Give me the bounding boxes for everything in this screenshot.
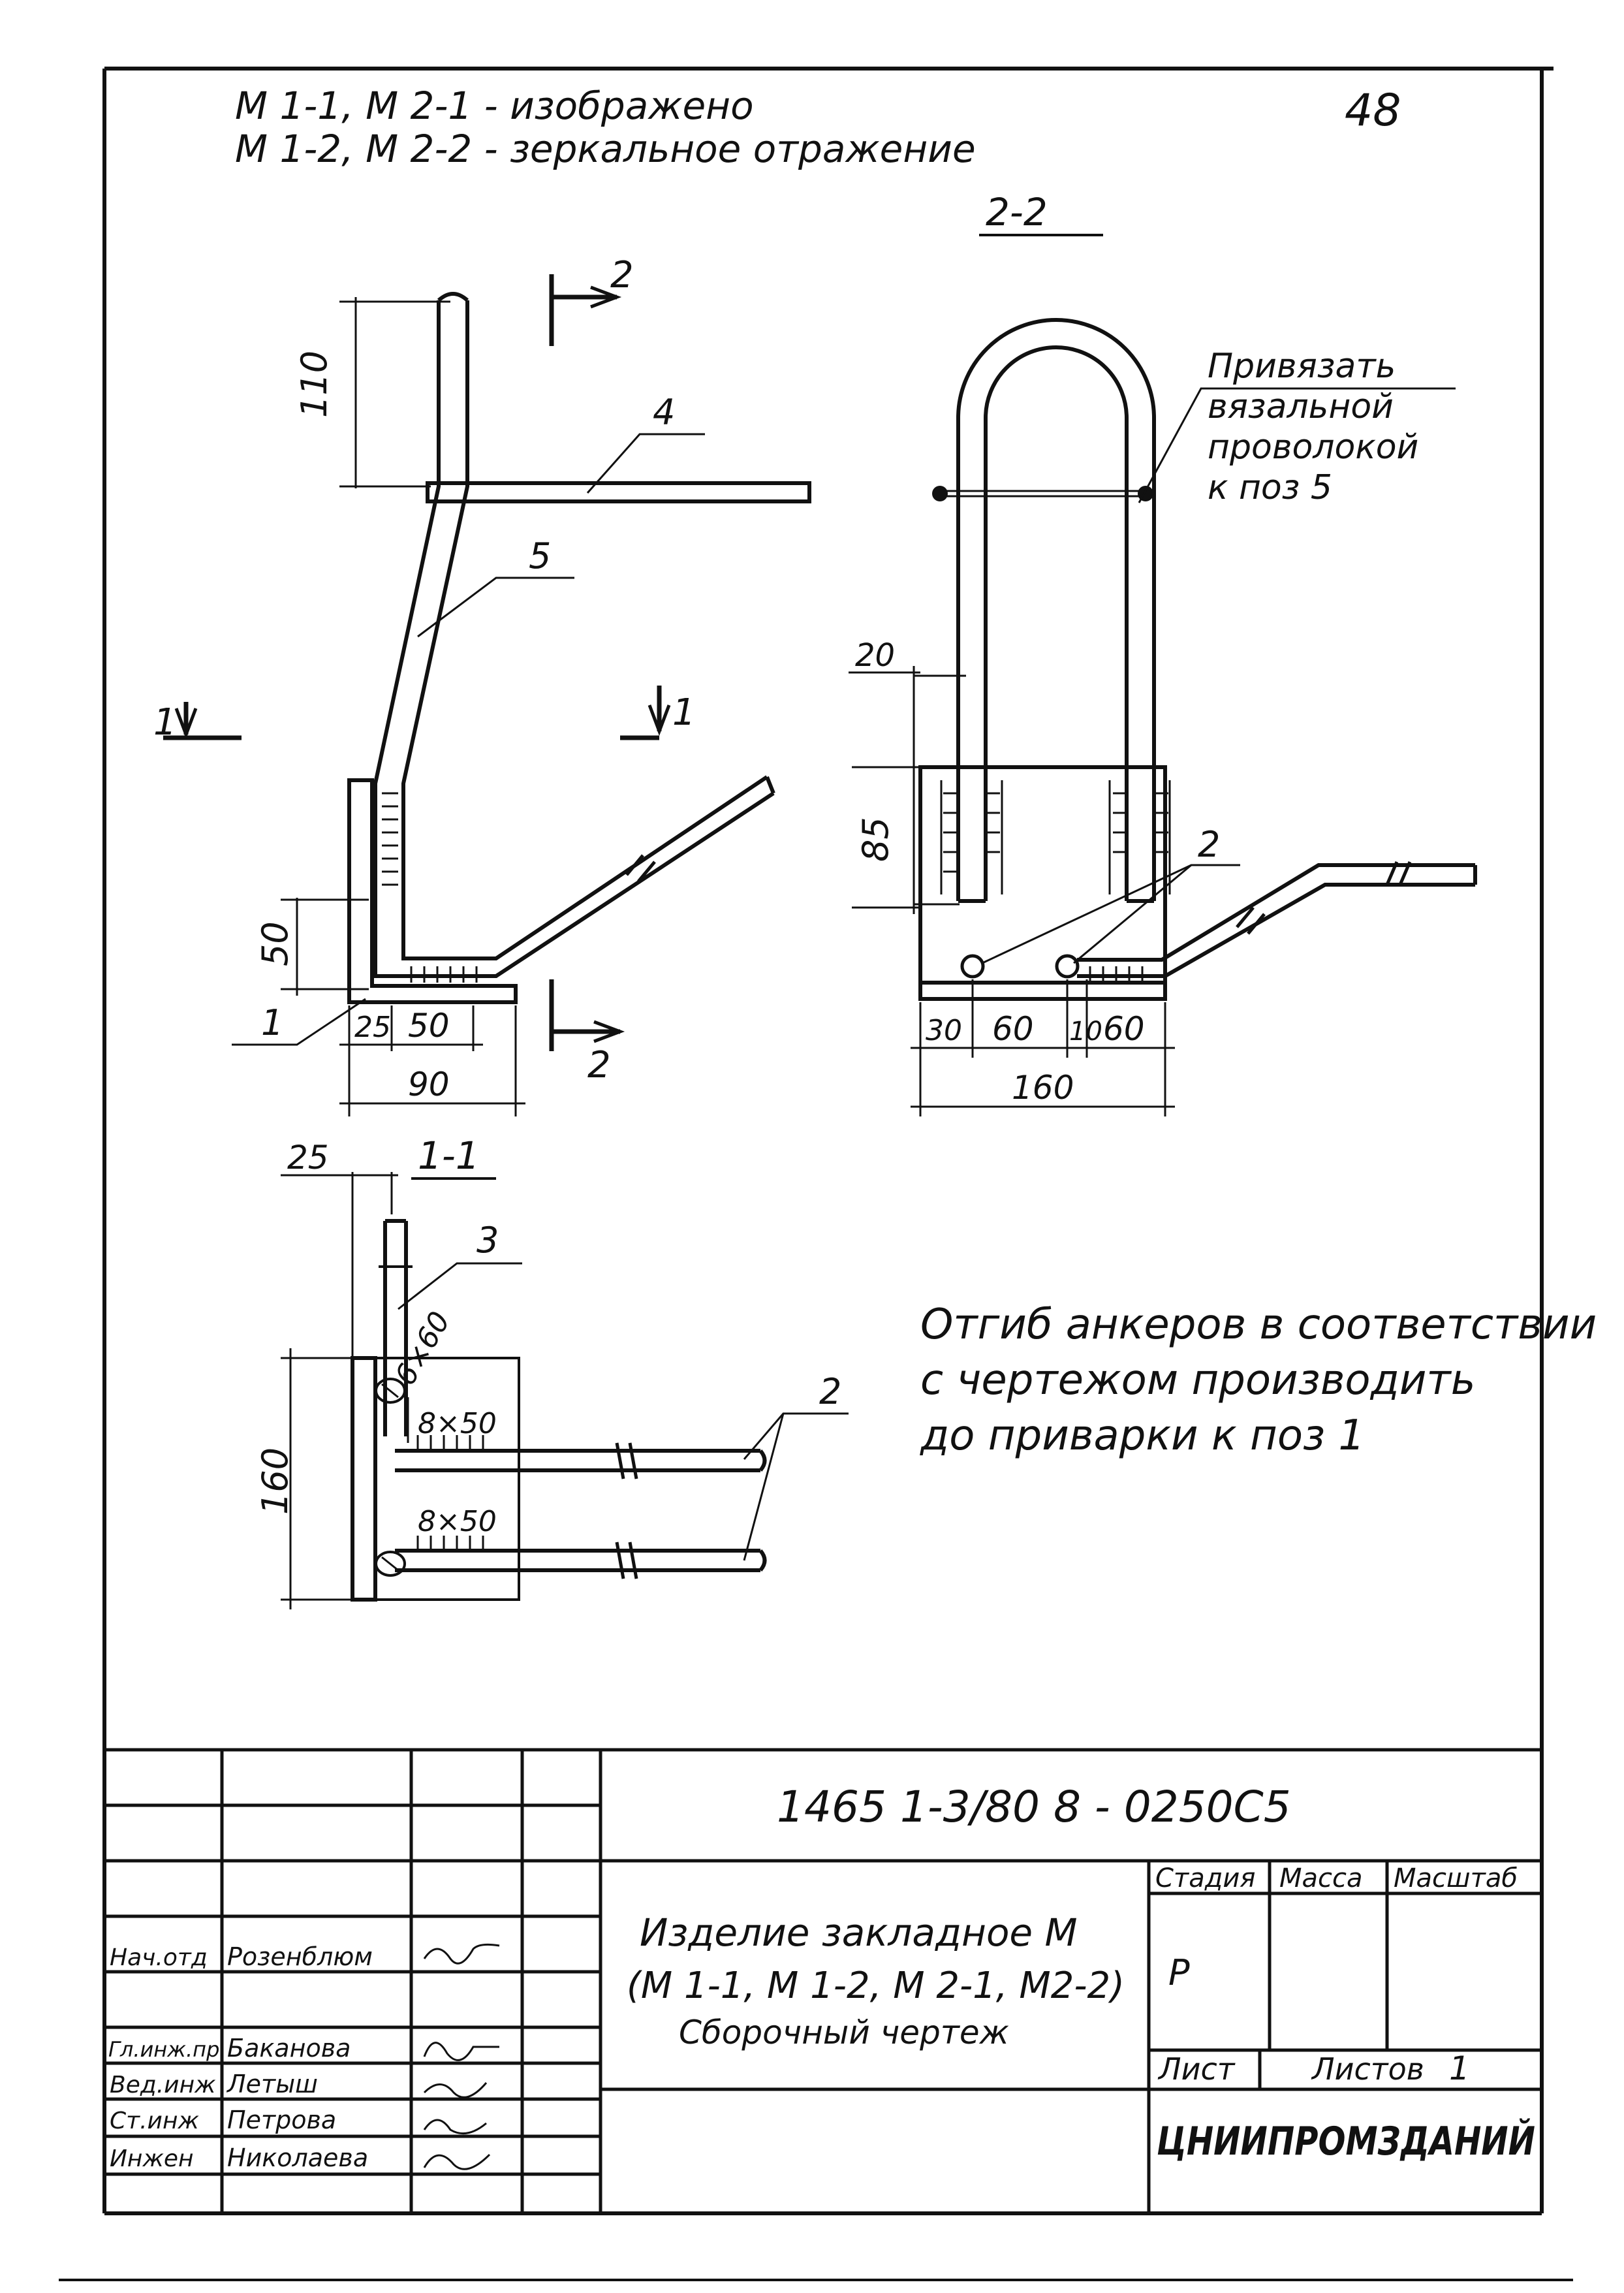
- organization: ЦНИИПРОМЗДАНИЙ: [1157, 2118, 1535, 2164]
- cut-1-right-label: 1: [672, 691, 696, 734]
- weld-8x50-bottom: 8×50: [418, 1505, 497, 1538]
- dim-60-b: 60: [1103, 1010, 1145, 1048]
- dim-110: 110: [294, 351, 335, 418]
- scale-header: Масштаб: [1394, 1863, 1518, 1893]
- sheet-frame: [59, 67, 1573, 2281]
- dim-85: 85: [855, 817, 896, 862]
- section-2-2: 2-2: [849, 190, 1477, 1116]
- dim-50-vertical: 50: [255, 921, 296, 966]
- signature-marks: [423, 1943, 500, 2170]
- role-0: Нач.отд: [110, 1944, 208, 1971]
- doc-code: 1465 1-3/80 8 - 0250С5: [777, 1782, 1291, 1832]
- section-1-1-pos-2-label: 2: [819, 1371, 841, 1412]
- section-1-1: 1-1 25 6×6: [255, 1133, 849, 1609]
- section-1-1-pos-3-label: 3: [476, 1220, 499, 1261]
- pos-4-label: 4: [653, 392, 675, 433]
- dim-25-1-1: 25: [287, 1139, 329, 1177]
- dim-160-2-2: 160: [1012, 1069, 1074, 1107]
- title-name-line-3: Сборочный чертеж: [679, 2014, 1009, 2051]
- role-name-0: Розенблюм: [227, 1942, 373, 1971]
- dim-30: 30: [926, 1014, 962, 1047]
- role-2: Вед.инж: [110, 2072, 216, 2098]
- dim-10: 10: [1069, 1017, 1102, 1047]
- section-1-1-title: 1-1: [418, 1133, 480, 1178]
- sheets-value: 1: [1449, 2049, 1470, 2087]
- sheets-label: Листов: [1311, 2051, 1424, 2087]
- main-view: 2 2 1 1 110 50: [153, 254, 811, 1116]
- dim-160-1-1: 160: [255, 1447, 296, 1515]
- cut-2-top-label: 2: [610, 254, 634, 296]
- pos-5-label: 5: [529, 535, 551, 577]
- sheet-label: Лист: [1157, 2051, 1236, 2087]
- role-4: Инжен: [110, 2145, 194, 2172]
- note-line-1-bend: Отгиб анкеров в соответствии: [920, 1301, 1597, 1349]
- note-line-2-bend: с чертежом производить: [920, 1356, 1475, 1404]
- title-name-line-2: (М 1-1, М 1-2, М 2-1, М2-2): [627, 1965, 1125, 2007]
- role-name-2: Летыш: [226, 2070, 318, 2098]
- role-3: Ст.инж: [110, 2108, 199, 2134]
- role-name-3: Петрова: [227, 2106, 336, 2134]
- dim-50-horizontal: 50: [408, 1007, 450, 1045]
- note-line-2: М 1-2, М 2-2 - зеркальное отражение: [235, 127, 976, 171]
- cut-1-left-label: 1: [153, 701, 177, 744]
- wire-note-2: вязальной: [1208, 387, 1394, 426]
- section-2-2-pos-2-label: 2: [1198, 824, 1220, 865]
- title-name-line-1: Изделие закладное М: [640, 1910, 1078, 1955]
- section-2-2-title: 2-2: [986, 190, 1048, 234]
- cut-2-bottom-label: 2: [587, 1044, 611, 1086]
- stage-value: Р: [1168, 1952, 1190, 1993]
- title-block: 1465 1-3/80 8 - 0250С5 Изделие закладное…: [104, 1748, 1542, 2213]
- stage-header: Стадия: [1155, 1863, 1255, 1893]
- wire-note-3: проволокой: [1208, 428, 1418, 467]
- weld-8x50-top: 8×50: [418, 1407, 497, 1440]
- pos-1-label: 1: [261, 1002, 283, 1043]
- wire-note-4: к поз 5: [1208, 468, 1332, 507]
- role-1: Гл.инж.пр.: [108, 2037, 226, 2062]
- role-name-1: Баканова: [227, 2034, 351, 2063]
- weld-6x60: 6×60: [388, 1306, 457, 1391]
- dim-20: 20: [855, 637, 895, 674]
- note-line-3-bend: до приварки к поз 1: [920, 1412, 1365, 1460]
- dim-60-a: 60: [992, 1010, 1034, 1048]
- note-line-1: М 1-1, М 2-1 - изображено: [235, 84, 754, 128]
- dim-90: 90: [408, 1066, 450, 1103]
- page-number: 48: [1345, 85, 1401, 136]
- mass-header: Масса: [1279, 1863, 1363, 1893]
- role-name-4: Николаева: [227, 2143, 368, 2172]
- wire-note-1: Привязать: [1208, 347, 1396, 386]
- dim-25: 25: [354, 1011, 391, 1044]
